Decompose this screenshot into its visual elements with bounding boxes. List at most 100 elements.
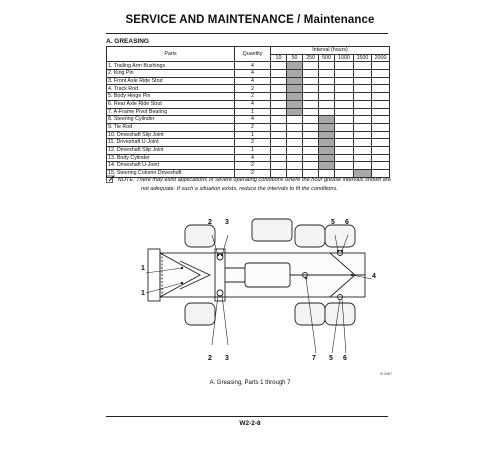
callout-3-bottom: 3 <box>225 355 229 362</box>
note-label: NOTE: <box>117 177 135 183</box>
callout-5-top: 5 <box>331 219 335 226</box>
interval-cell <box>370 115 391 124</box>
callout-3-top: 3 <box>225 219 229 226</box>
interval-cell <box>370 145 391 155</box>
interval-cell <box>318 107 335 117</box>
interval-col-50: 50 <box>286 53 303 63</box>
interval-cell <box>286 153 303 163</box>
part-quantity: 4 <box>234 99 271 109</box>
interval-cell <box>334 153 354 163</box>
interval-col-250: 250 <box>302 53 319 63</box>
interval-cell <box>302 122 319 132</box>
callout-4: 4 <box>372 273 376 280</box>
interval-cell <box>353 61 372 71</box>
interval-cell <box>370 130 391 140</box>
interval-cell <box>302 92 319 101</box>
interval-mark <box>286 61 303 71</box>
interval-cell <box>270 145 287 155</box>
interval-col-10: 10 <box>270 53 287 63</box>
part-name: 1. Trailing Arm Bushings <box>106 61 235 71</box>
interval-cell <box>353 153 372 163</box>
page-title: SERVICE AND MAINTENANCE / Maintenance <box>125 14 375 26</box>
part-quantity: 1 <box>234 145 271 155</box>
part-name: 2. King Pin <box>106 69 235 78</box>
interval-mark <box>318 138 335 147</box>
interval-cell <box>334 138 354 147</box>
part-name: 7. A-Frame Pivot Bearing <box>106 107 235 117</box>
interval-cell <box>334 161 354 170</box>
interval-mark <box>318 153 335 163</box>
callout-5-bottom: 5 <box>329 355 333 362</box>
figure-caption: A. Greasing, Parts 1 through 7 <box>209 380 291 386</box>
part-quantity: 2 <box>234 92 271 101</box>
interval-cell <box>286 161 303 170</box>
part-name: 4. Track Rod <box>106 84 235 94</box>
part-quantity: 2 <box>234 138 271 147</box>
interval-cell <box>286 122 303 132</box>
part-name: 11. Driveshaft U-Joint <box>106 138 235 147</box>
callout-1-lower: 1 <box>141 290 145 297</box>
part-quantity: 4 <box>234 61 271 71</box>
interval-mark <box>286 92 303 101</box>
interval-cell <box>286 145 303 155</box>
callout-2-bottom: 2 <box>208 355 212 362</box>
interval-cell <box>318 84 335 94</box>
callout-6-top: 6 <box>345 219 349 226</box>
part-quantity: 2 <box>234 122 271 132</box>
top-divider <box>106 33 388 34</box>
interval-cell <box>270 138 287 147</box>
interval-cell <box>270 92 287 101</box>
interval-cell <box>302 161 319 170</box>
interval-cell <box>334 115 354 124</box>
interval-cell <box>370 61 391 71</box>
interval-cell <box>270 130 287 140</box>
interval-mark <box>318 161 335 170</box>
part-quantity: 4 <box>234 69 271 78</box>
interval-cell <box>270 115 287 124</box>
interval-mark <box>318 130 335 140</box>
interval-cell <box>370 99 391 109</box>
interval-cell <box>318 92 335 101</box>
interval-cell <box>370 107 391 117</box>
interval-cell <box>353 130 372 140</box>
part-name: 14. Driveshaft U-Joint <box>106 161 235 170</box>
part-name: 3. Front Axle Ride Strut <box>106 76 235 86</box>
part-quantity: 4 <box>234 153 271 163</box>
interval-header: Interval (hours) <box>269 46 391 55</box>
figure-id: IS 9467 <box>380 372 393 376</box>
interval-cell <box>370 153 391 163</box>
callout-7-bottom: 7 <box>312 355 316 362</box>
interval-cell <box>270 107 287 117</box>
note: NOTE: There may exist applications or se… <box>106 175 396 193</box>
part-name: 9. Tie Rod <box>106 122 235 132</box>
interval-cell <box>334 99 354 109</box>
note-text-line2: not adequate. If such a situation exists… <box>141 186 338 192</box>
interval-cell <box>286 138 303 147</box>
interval-cell <box>302 99 319 109</box>
interval-cell <box>334 122 354 132</box>
interval-cell <box>270 99 287 109</box>
interval-col-1500: 1500 <box>353 53 372 63</box>
interval-cell <box>270 122 287 132</box>
machine-top-view-illustration <box>145 218 373 354</box>
interval-col-2000: 2000 <box>370 53 391 63</box>
part-quantity: 2 <box>234 161 271 170</box>
interval-cell <box>353 115 372 124</box>
interval-cell <box>270 61 287 71</box>
interval-cell <box>353 84 372 94</box>
part-quantity: 4 <box>234 115 271 124</box>
page-number: W2-2-8 <box>239 420 261 427</box>
part-name: 10. Driveshaft Slip Joint <box>106 130 235 140</box>
